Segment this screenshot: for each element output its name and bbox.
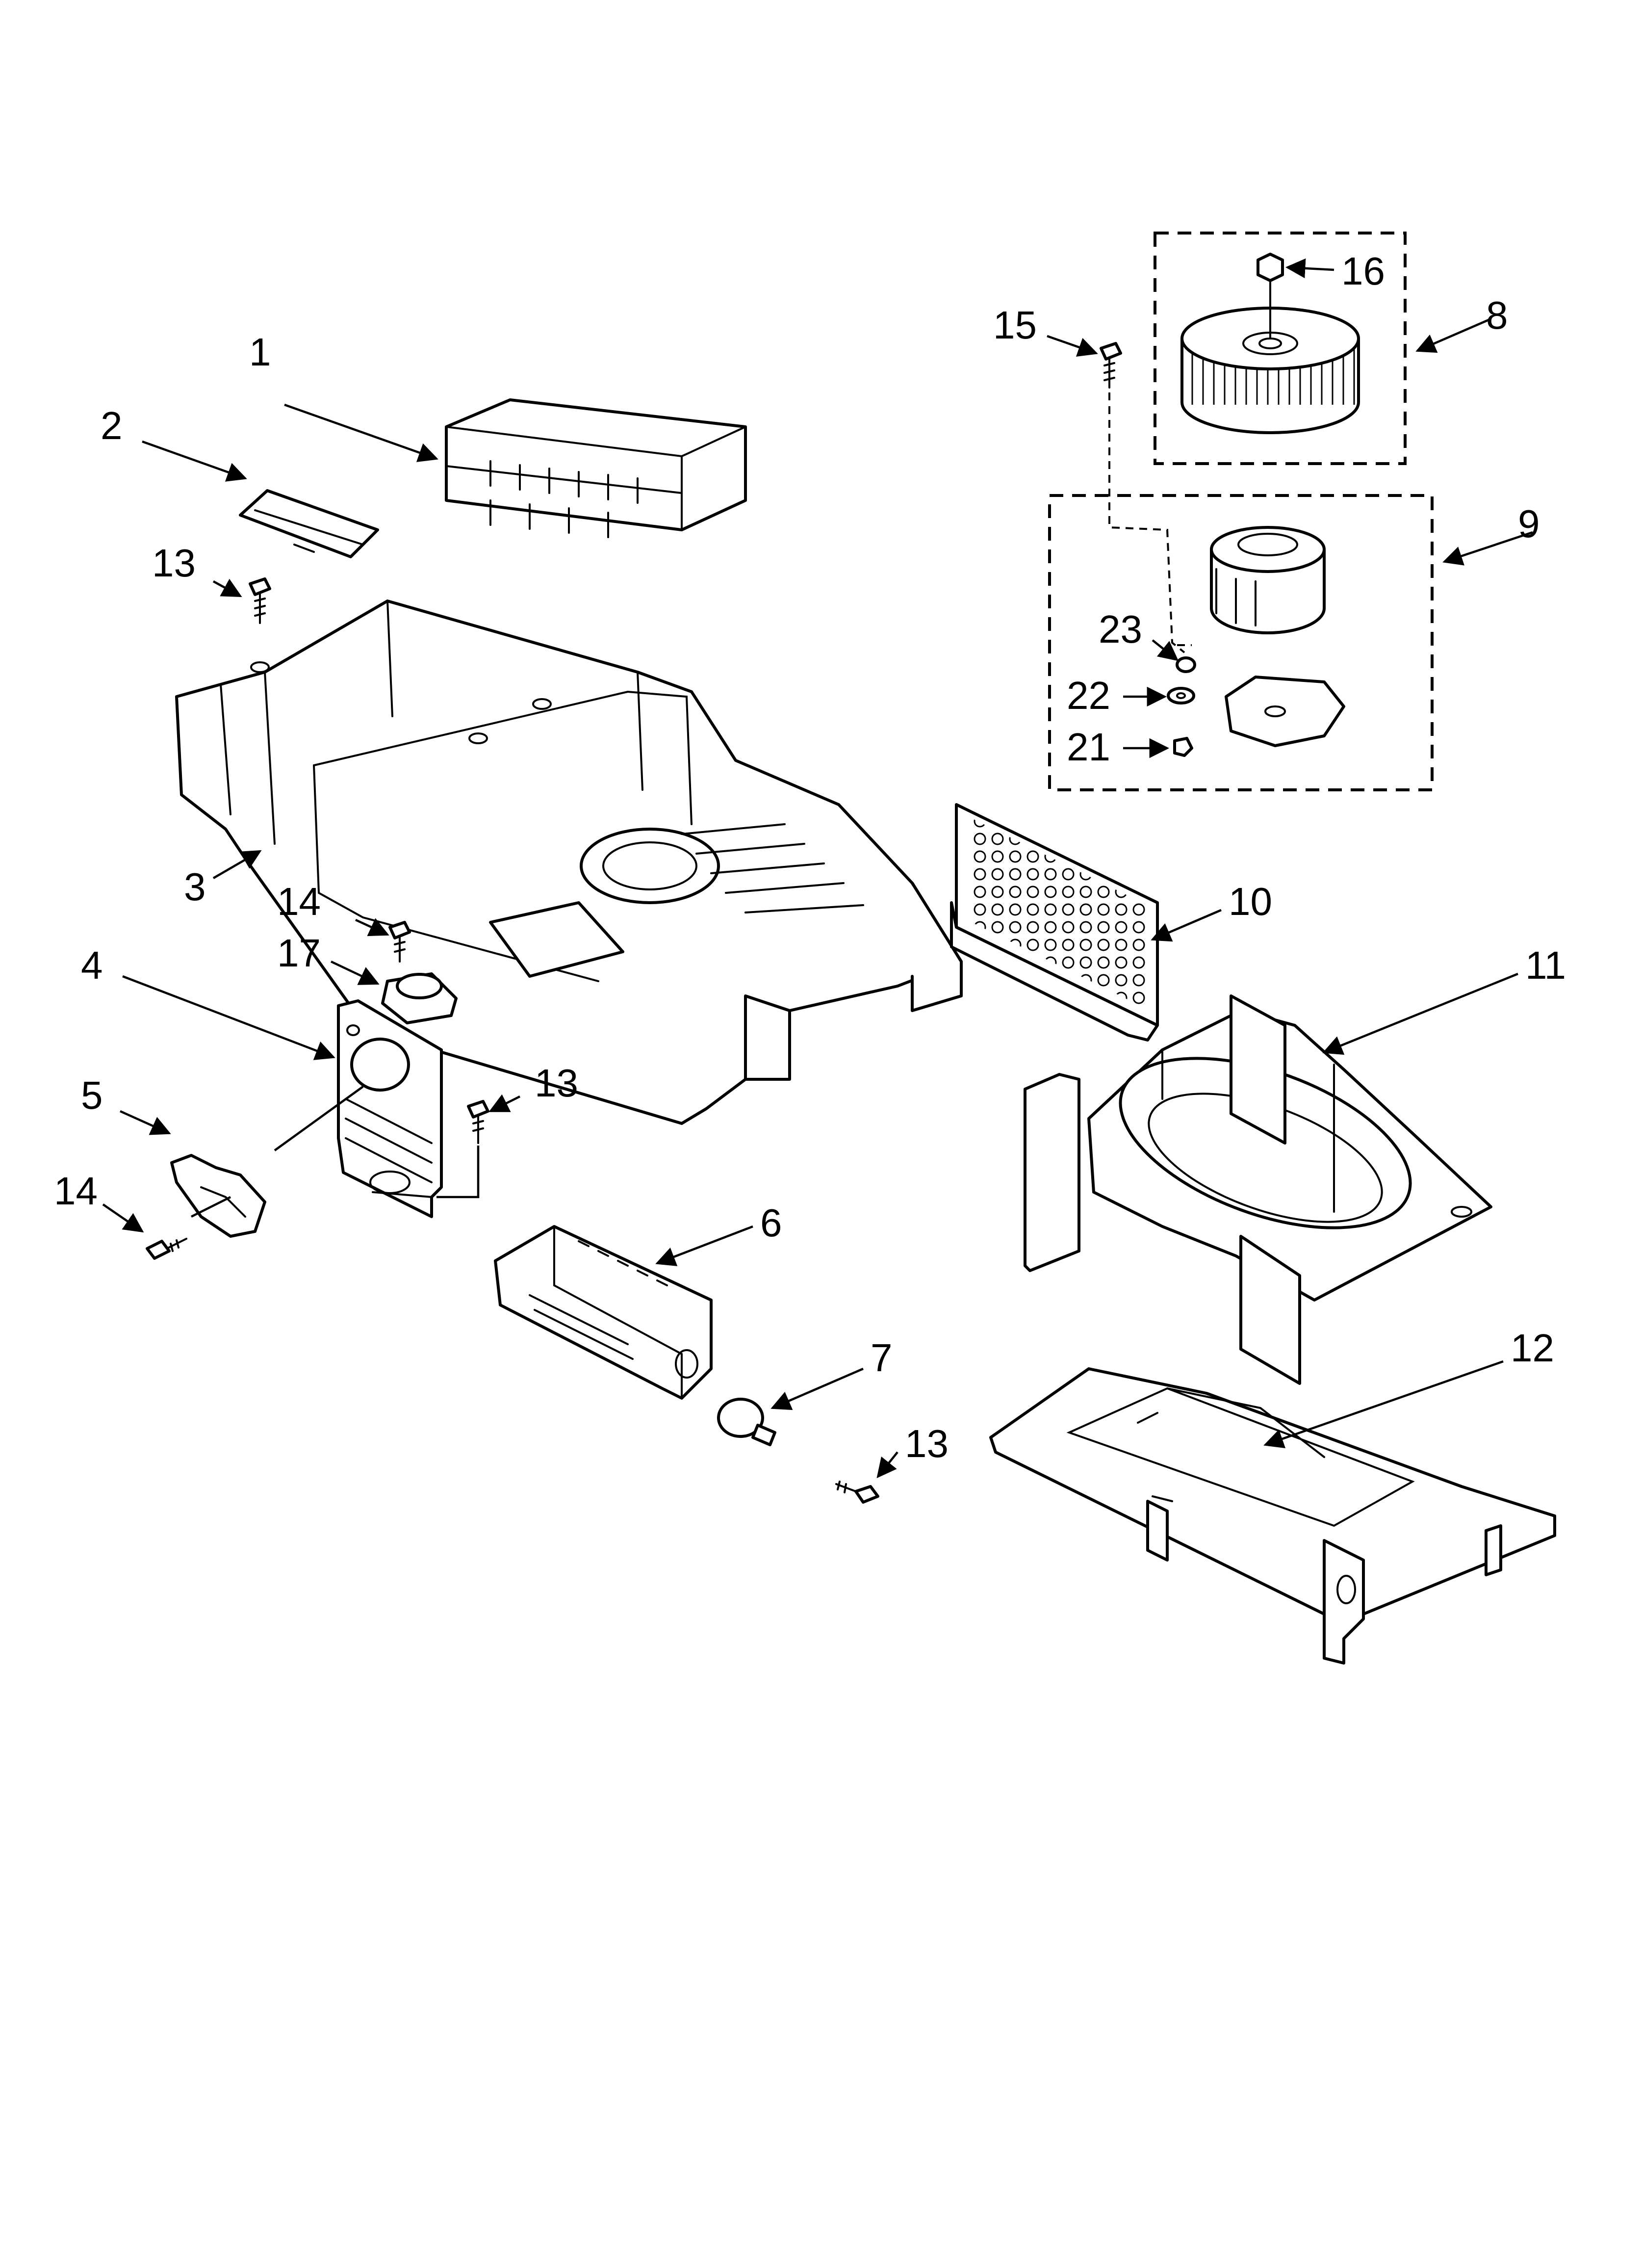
- callout-21: 21: [1067, 725, 1110, 769]
- leader-14a: [355, 918, 389, 937]
- callout-11: 11: [1525, 943, 1566, 987]
- leader-13a: [212, 578, 242, 597]
- leader-23: [1152, 639, 1179, 661]
- leader-13b-bracket: [436, 1146, 480, 1199]
- leader-2: [142, 440, 247, 482]
- grille: [950, 803, 1159, 1042]
- upper-duct: [445, 398, 747, 538]
- callout-7: 7: [871, 1336, 893, 1380]
- leader-5: [120, 1110, 171, 1135]
- screw-13-upper: [249, 577, 271, 624]
- leader-11: [1322, 972, 1518, 1055]
- callout-22: 22: [1067, 674, 1110, 717]
- lamp-bracket: [494, 1225, 713, 1400]
- callout-2: 2: [101, 404, 123, 447]
- callout-4: 4: [81, 943, 103, 987]
- callout-16: 16: [1341, 249, 1385, 293]
- leader-4: [122, 975, 335, 1060]
- hex-nut: [1257, 253, 1284, 282]
- callout-10: 10: [1229, 880, 1272, 923]
- callout-6: 6: [760, 1201, 782, 1245]
- screw-14-upper: [388, 921, 411, 963]
- thermostat: [170, 1154, 266, 1238]
- screw-13-middle: [467, 1100, 489, 1144]
- leader-12: [1263, 1360, 1504, 1449]
- callout-9: 9: [1518, 502, 1540, 546]
- washer-22: [1167, 687, 1195, 704]
- switch-bracket: [337, 999, 443, 1218]
- leader-14b-screw: [190, 1196, 231, 1218]
- blower-wheel: [1180, 279, 1360, 434]
- callout-1: 1: [249, 330, 271, 374]
- leader-6: [655, 1225, 753, 1266]
- leader-16: [1285, 258, 1334, 279]
- lamp-bulb: [717, 1398, 776, 1446]
- screw-14-lower: [146, 1238, 187, 1260]
- group-box-9: [1048, 494, 1434, 791]
- nut-21: [1173, 737, 1193, 757]
- mounting-plate: [989, 1367, 1556, 1665]
- thermal-fuse-17: [381, 972, 458, 1024]
- callout-15: 15: [993, 303, 1037, 347]
- leader-8: [1415, 317, 1491, 353]
- leader-9: [1442, 531, 1533, 566]
- leader-lines: [102, 258, 1533, 1479]
- blower-motor: [1210, 526, 1345, 747]
- leader-4-fuse: [274, 1086, 364, 1151]
- leader-13b: [488, 1094, 521, 1113]
- callout-13c: 13: [905, 1422, 949, 1465]
- leader-10: [1151, 909, 1222, 942]
- callout-12: 12: [1511, 1326, 1554, 1370]
- callout-5: 5: [81, 1073, 103, 1117]
- damper-plate: [239, 489, 379, 558]
- callout-3: 3: [184, 865, 206, 909]
- callout-14a: 14: [277, 880, 321, 923]
- leader-13c: [876, 1451, 898, 1479]
- callout-8: 8: [1486, 293, 1508, 337]
- leader-7: [770, 1367, 864, 1410]
- callout-14b: 14: [54, 1169, 98, 1213]
- leader-3: [212, 850, 262, 879]
- screw-13-lower: [835, 1481, 879, 1504]
- group-box-8: [1154, 232, 1407, 465]
- callout-17: 17: [277, 931, 321, 975]
- leader-14b: [102, 1203, 144, 1233]
- motor-screw-23: [1176, 656, 1196, 673]
- screw-15: [1100, 342, 1122, 389]
- callout-13b: 13: [535, 1061, 578, 1105]
- leader-1: [284, 403, 438, 462]
- blower-housing: [1024, 994, 1492, 1385]
- callout-23: 23: [1099, 607, 1142, 651]
- callout-13a: 13: [152, 541, 196, 585]
- assembly-connector-15-23: [1108, 392, 1185, 653]
- callout-labels: 1 2 13 3 14 17 4 5 13 14 6 7 13 10 11 12…: [54, 249, 1566, 1465]
- leader-17: [331, 960, 380, 985]
- leader-15: [1047, 335, 1098, 357]
- main-duct-housing: [175, 600, 963, 1125]
